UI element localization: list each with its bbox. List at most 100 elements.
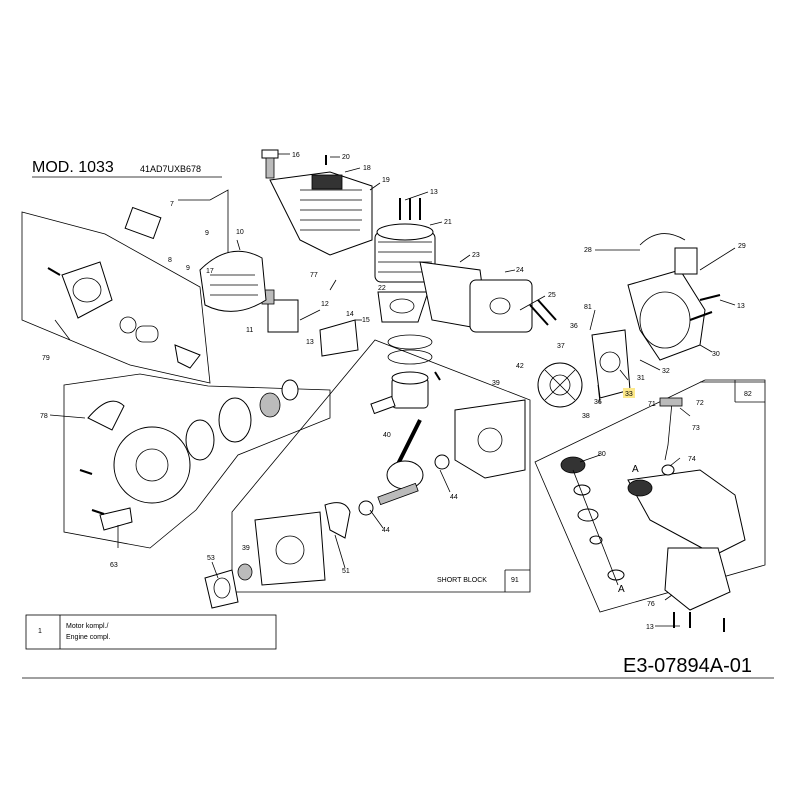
- tank-bracket-part: [664, 547, 731, 611]
- fasteners: [47, 155, 725, 632]
- ignition-coil-part: [639, 233, 698, 275]
- crankcase-half-part: [254, 511, 326, 586]
- callout-51: 51: [342, 568, 350, 575]
- muffler-part: [469, 279, 533, 333]
- frame-group-79: [21, 211, 211, 384]
- piston-pin-part: [370, 395, 396, 415]
- fan-housing-part: [627, 269, 706, 361]
- callout-10: 10: [236, 229, 244, 236]
- cylinder-head-part: [269, 171, 373, 256]
- air-filter-part: [124, 206, 162, 240]
- starter-handle-part: [87, 400, 125, 431]
- view-marker-bottom: A: [618, 584, 625, 595]
- legend-description-en: Engine compl.: [66, 634, 110, 641]
- callout-18: 18: [363, 165, 371, 172]
- callout-40: 40: [383, 432, 391, 439]
- callout-33-highlight: [623, 388, 635, 398]
- callout-28: 28: [584, 247, 592, 254]
- bearing-part: [434, 454, 450, 470]
- callout-31: 31: [637, 375, 645, 382]
- callout-78: 78: [40, 413, 48, 420]
- callout-22: 22: [378, 285, 386, 292]
- part-number: 41AD7UXB678: [140, 164, 201, 174]
- callout-63: 63: [110, 562, 118, 569]
- callout-42: 42: [516, 363, 524, 370]
- callout-13b: 13: [306, 339, 314, 346]
- callout-17: 17: [206, 268, 214, 275]
- callout-16: 16: [292, 152, 300, 159]
- callout-44b: 44: [382, 527, 390, 534]
- crankshaft-part: [377, 419, 424, 506]
- callout-15: 15: [362, 317, 370, 324]
- model-title: MOD. 1033: [32, 159, 114, 176]
- clutch-drum-stack-part: [560, 456, 625, 586]
- air-filter-cover-part: [61, 261, 113, 319]
- callout-14: 14: [346, 311, 354, 318]
- callout-12: 12: [321, 301, 329, 308]
- callout-74: 74: [688, 456, 696, 463]
- recoil-starter-housing-part: [113, 426, 191, 504]
- starter-spring-part: [259, 392, 281, 418]
- callout-80: 80: [598, 451, 606, 458]
- callout-13d: 13: [646, 624, 654, 631]
- callout-81: 81: [584, 304, 592, 311]
- legend-item-number: 1: [38, 628, 42, 635]
- short-block-number: 91: [511, 577, 519, 584]
- leader-lines: [49, 153, 736, 627]
- callout-25: 25: [548, 292, 556, 299]
- clutch-part: [591, 329, 631, 399]
- legend-description-de: Motor kompl./: [66, 623, 108, 630]
- group-82-frame: [534, 379, 766, 613]
- intake-part: [319, 319, 359, 357]
- callout-39: 39: [492, 380, 500, 387]
- callout-13: 13: [430, 189, 438, 196]
- frame-callout-bracket: [178, 189, 229, 260]
- piston-part: [391, 371, 429, 409]
- spark-plug-part: [261, 149, 279, 179]
- group-82-number: 82: [744, 391, 752, 398]
- callout-72: 72: [696, 400, 704, 407]
- callout-13c: 13: [737, 303, 745, 310]
- callout-39b: 39: [242, 545, 250, 552]
- air-filter-gasket-part: [119, 316, 137, 334]
- document-code: E3-07894A-01: [623, 655, 752, 677]
- callout-23: 23: [472, 252, 480, 259]
- callout-71: 71: [648, 401, 656, 408]
- callout-37: 37: [557, 343, 565, 350]
- callout-38: 38: [582, 413, 590, 420]
- cylinder-part: [374, 223, 436, 283]
- callout-29: 29: [738, 243, 746, 250]
- short-block-label: SHORT BLOCK: [437, 577, 487, 584]
- callout-8: 8: [168, 257, 172, 264]
- starter-pulley-part: [185, 419, 215, 461]
- callout-9b: 9: [186, 265, 190, 272]
- callout-44: 44: [450, 494, 458, 501]
- fuel-cap-part: [661, 464, 675, 476]
- callout-labels: 16 20 18 19 13 7 10 9 8 9 17 21 23 77 22…: [40, 152, 746, 631]
- frame-group-78: [63, 373, 331, 549]
- view-marker-top: A: [632, 464, 639, 475]
- fuel-tank-part: [627, 469, 746, 556]
- callout-73: 73: [692, 425, 700, 432]
- callout-33: 33: [625, 391, 633, 398]
- piston-ring-part: [387, 334, 433, 350]
- gasket-part: [377, 291, 429, 323]
- callout-9: 9: [205, 230, 209, 237]
- callout-77: 77: [310, 272, 318, 279]
- shroud-part: [199, 250, 267, 312]
- callout-76: 76: [647, 601, 655, 608]
- callout-32: 32: [662, 368, 670, 375]
- carburetor-part: [261, 289, 299, 333]
- callout-79: 79: [42, 355, 50, 362]
- callout-21: 21: [444, 219, 452, 226]
- crankcase-part: [454, 399, 526, 479]
- callout-36: 36: [570, 323, 578, 330]
- spring-part: [135, 325, 159, 343]
- callout-20: 20: [342, 154, 350, 161]
- starter-bracket-part: [99, 507, 133, 531]
- starter-reel-part: [218, 397, 252, 443]
- mount-part: [204, 569, 239, 609]
- callout-36b: 36: [594, 399, 602, 406]
- callout-53: 53: [207, 555, 215, 562]
